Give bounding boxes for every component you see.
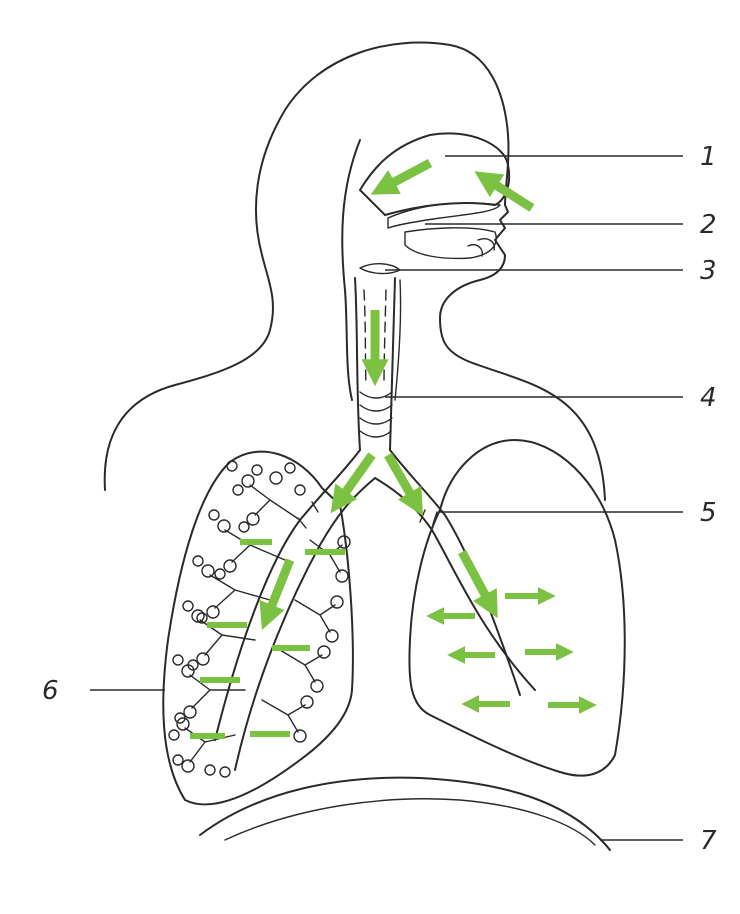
bronchus-ticks xyxy=(298,502,437,528)
airflow-arrow xyxy=(385,163,430,187)
trachea-right-wall xyxy=(390,278,395,450)
nasal-cavity xyxy=(360,133,509,215)
body-outline-left xyxy=(105,43,509,490)
diaphragm-lower xyxy=(225,799,595,845)
airflow-arrow xyxy=(388,455,415,502)
label-5: 5 xyxy=(700,498,717,528)
trachea-inner-left xyxy=(364,290,366,385)
trachea-inner-right xyxy=(384,290,386,385)
teeth xyxy=(468,239,494,256)
neck-outline-right xyxy=(395,280,401,400)
airflow-arrow xyxy=(340,455,372,500)
label-1: 1 xyxy=(700,142,717,172)
airflow-arrow xyxy=(462,552,490,604)
epiglottis xyxy=(360,264,400,274)
lung-left-outline xyxy=(163,452,353,805)
lung-right-outline xyxy=(409,440,624,776)
trachea-rings xyxy=(360,392,392,437)
diaphragm xyxy=(200,778,610,850)
label-4: 4 xyxy=(700,383,717,413)
alveoli-cluster-group xyxy=(169,461,350,777)
label-2: 2 xyxy=(700,210,717,240)
right-bronchus-inner xyxy=(375,478,535,690)
label-6: 6 xyxy=(42,676,59,706)
left-bronchus xyxy=(215,450,360,740)
left-bronchus-inner xyxy=(235,478,375,770)
label-3: 3 xyxy=(700,256,717,286)
trachea-left-wall xyxy=(355,278,360,450)
label-7: 7 xyxy=(700,826,717,856)
